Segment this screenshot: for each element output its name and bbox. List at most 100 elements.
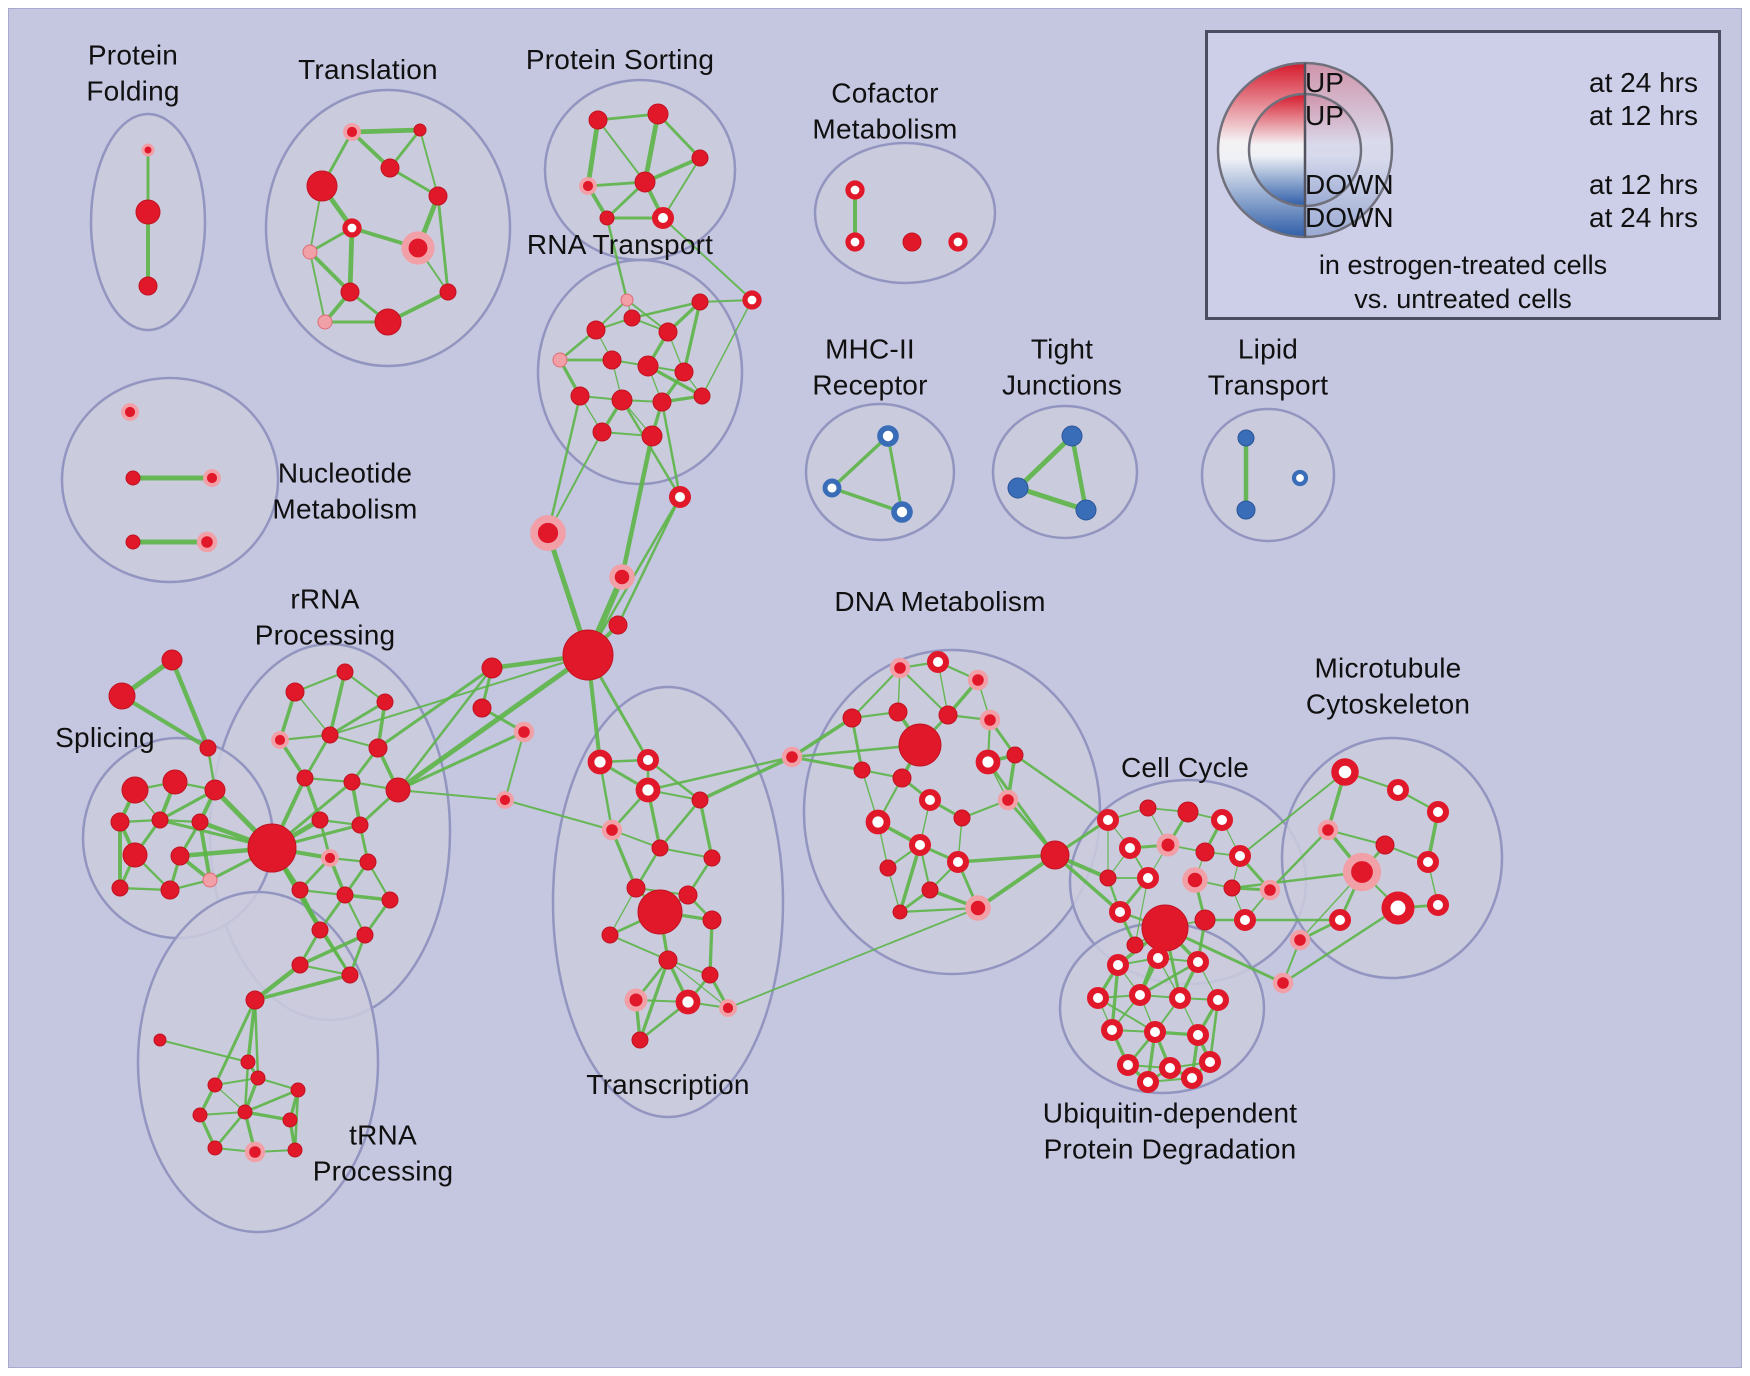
gene-node: [162, 769, 188, 795]
gene-node: [1329, 909, 1351, 931]
edge: [1097, 997, 1156, 1033]
cluster-area-tight-junctions: [991, 404, 1139, 540]
gene-node: [845, 180, 865, 200]
legend-caption: in estrogen-treated cells vs. untreated …: [1208, 249, 1718, 317]
gene-node: [1417, 851, 1439, 873]
gene-node: [975, 749, 1001, 775]
gene-node: [1040, 840, 1070, 870]
edge: [620, 398, 682, 499]
gene-node: [889, 657, 911, 679]
edge: [396, 730, 526, 792]
edge: [328, 700, 387, 737]
gene-node: [562, 629, 614, 681]
gene-node: [141, 143, 155, 157]
gene-node: [250, 1070, 266, 1086]
edge: [658, 798, 702, 850]
gene-node: [472, 698, 492, 718]
cluster-area-microtubule-cytoskeleton: [1280, 736, 1504, 980]
gene-node: [919, 789, 941, 811]
gene-node: [380, 158, 400, 178]
edge: [419, 129, 439, 197]
gene-node: [651, 839, 669, 857]
edge: [609, 934, 669, 961]
gene-node: [652, 207, 674, 229]
gene-node: [1147, 947, 1169, 969]
edge: [642, 111, 661, 185]
edge: [1013, 753, 1110, 822]
edge: [243, 1110, 292, 1122]
gene-node: [822, 478, 842, 498]
gene-node: [701, 966, 719, 984]
edge: [830, 486, 904, 514]
gene-node: [282, 1112, 298, 1128]
edge: [1230, 870, 1364, 890]
gene-node: [1237, 429, 1255, 447]
edge: [243, 1088, 300, 1114]
gene-node: [1119, 837, 1141, 859]
edge: [349, 127, 423, 135]
gene-node: [1137, 1071, 1159, 1093]
gene-node: [965, 895, 991, 921]
gene-node: [343, 123, 361, 141]
edge: [727, 907, 979, 1009]
edge: [597, 119, 646, 183]
edge: [120, 694, 210, 750]
gene-node: [1101, 1019, 1123, 1041]
gene-node: [601, 819, 623, 841]
gene-node: [1331, 758, 1359, 786]
edge: [504, 731, 525, 801]
edge: [886, 434, 904, 514]
gene-node: [678, 885, 698, 905]
edge: [396, 666, 494, 792]
edge: [1134, 877, 1149, 946]
gene-node: [1169, 987, 1191, 1009]
gene-node: [1099, 869, 1117, 887]
gene-node: [1234, 909, 1256, 931]
gene-node: [609, 564, 635, 590]
gene-node: [1387, 779, 1409, 801]
edge: [546, 394, 582, 535]
gene-node: [1229, 845, 1251, 867]
gene-node: [1195, 842, 1215, 862]
gene-node: [634, 171, 656, 193]
gene-node: [909, 834, 931, 856]
gene-node: [586, 320, 606, 340]
gene-node: [1181, 1067, 1203, 1089]
gene-node: [1342, 852, 1382, 892]
cluster-area-protein-sorting: [543, 78, 737, 262]
edge: [898, 843, 922, 914]
gene-node: [611, 389, 633, 411]
gene-node: [203, 469, 221, 487]
edge: [1015, 433, 1075, 491]
gene-node: [1007, 477, 1029, 499]
gene-node: [306, 170, 338, 202]
gene-node: [271, 731, 289, 749]
gene-node: [170, 846, 190, 866]
edge: [638, 958, 670, 1042]
gene-node: [111, 879, 129, 897]
gene-node: [579, 177, 597, 195]
edge: [253, 998, 260, 1080]
gene-node: [637, 889, 683, 935]
gene-node: [207, 1140, 223, 1156]
gene-node: [624, 988, 648, 1012]
gene-node: [1289, 929, 1311, 951]
gene-node: [1427, 894, 1449, 916]
gene-node: [336, 663, 354, 681]
gene-node: [199, 739, 217, 757]
edge: [630, 300, 702, 320]
gene-node: [108, 682, 136, 710]
edge: [682, 300, 702, 374]
gene-node: [947, 851, 969, 873]
edge: [199, 1111, 246, 1116]
gene-node: [742, 290, 762, 310]
edge: [213, 998, 257, 1087]
edge: [790, 755, 864, 772]
gene-node: [191, 813, 209, 831]
edge: [790, 716, 854, 759]
legend-direction: DOWN: [1305, 202, 1394, 233]
gene-node: [927, 651, 949, 673]
gene-node: [979, 709, 1001, 731]
gene-node: [138, 276, 158, 296]
